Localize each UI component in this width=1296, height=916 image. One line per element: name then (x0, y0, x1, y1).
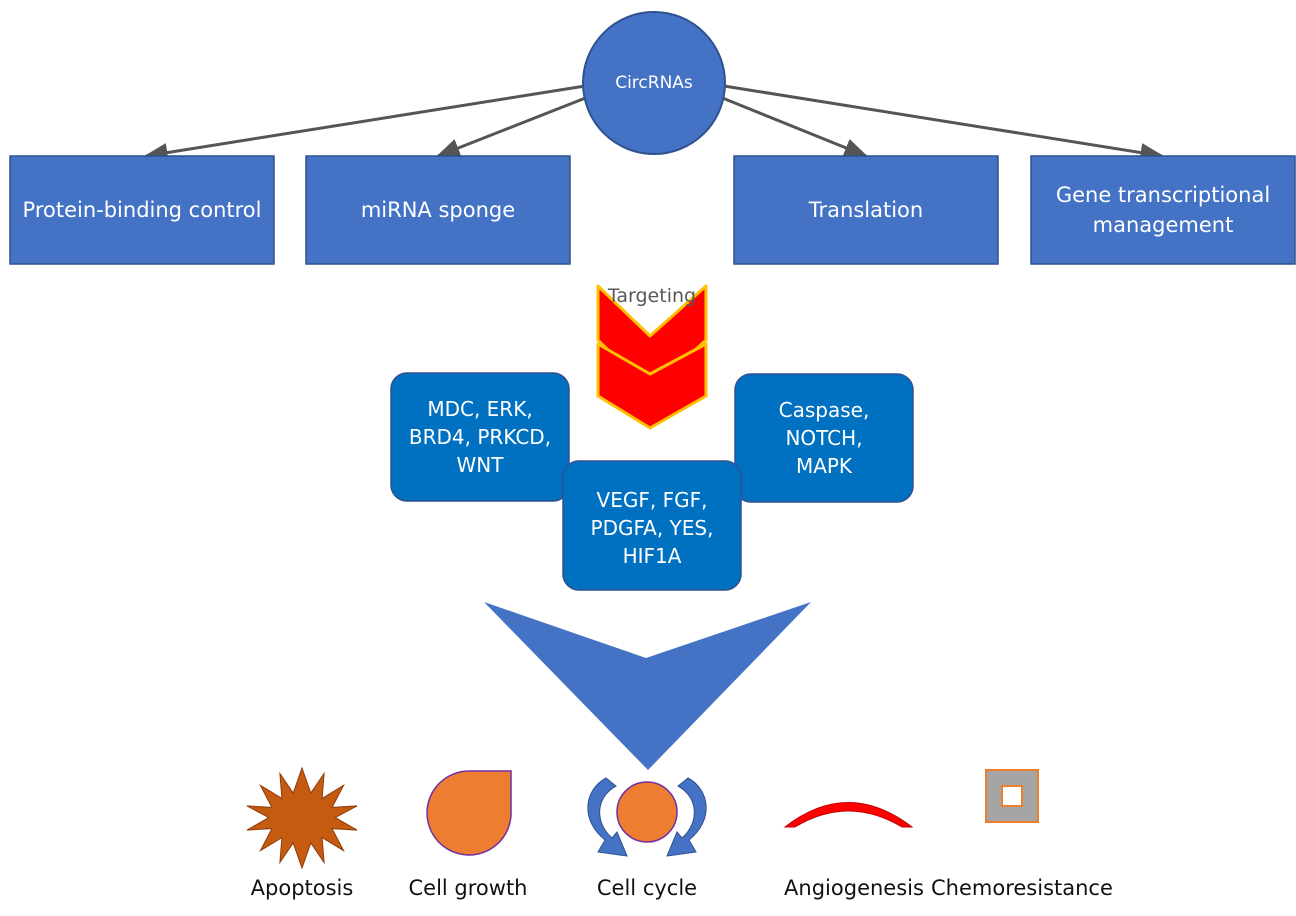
targeting-label: Targeting (607, 285, 697, 307)
target-box-left (390, 372, 570, 502)
arrow-to-mirna-sponge (435, 95, 589, 158)
target-box-center (562, 460, 742, 591)
target-label-left: MDC, ERK, BRD4, PRKCD, WNT (408, 397, 552, 477)
arc-icon (783, 802, 914, 828)
mechanism-label-gene-transcription: Gene transcriptional management (1055, 182, 1271, 237)
circrnas-node (582, 11, 726, 155)
burst-icon (246, 766, 358, 870)
targeting-chevron-icon (596, 284, 708, 430)
teardrop-icon (426, 770, 512, 856)
arrow-to-protein-binding (143, 84, 586, 163)
mechanism-box-mirna-sponge (305, 155, 571, 265)
frame-icon (985, 769, 1039, 823)
target-label-center: VEGF, FGF, PDGFA, YES, HIF1A (590, 488, 714, 568)
target-label-right: Caspase, NOTCH, MAPK (778, 398, 870, 478)
outcome-label-angiogenesis: Angiogenesis (784, 876, 924, 900)
mechanism-label-translation: Translation (808, 198, 924, 222)
outcome-label-cell-growth: Cell growth (408, 876, 528, 900)
mechanism-box-gene-transcription (1030, 155, 1296, 265)
target-box-right (734, 373, 914, 503)
circrnas-label: CircRNAs (615, 73, 693, 93)
mechanism-label-protein-binding: Protein-binding control (22, 198, 262, 222)
outcome-label-apoptosis: Apoptosis (250, 876, 354, 900)
mechanism-label-mirna-sponge: miRNA sponge (360, 198, 516, 222)
mechanism-box-protein-binding (9, 155, 275, 265)
outcome-label-cell-cycle: Cell cycle (596, 876, 698, 900)
outcome-chevron-icon (484, 602, 811, 770)
connectors (143, 84, 1165, 163)
outcome-label-chemoresistance: Chemoresistance (931, 876, 1113, 900)
mechanism-box-translation (733, 155, 999, 265)
arrow-to-gene-transcription (723, 84, 1165, 163)
circular-arrows-icon (587, 777, 707, 857)
arrow-to-translation (719, 95, 869, 158)
